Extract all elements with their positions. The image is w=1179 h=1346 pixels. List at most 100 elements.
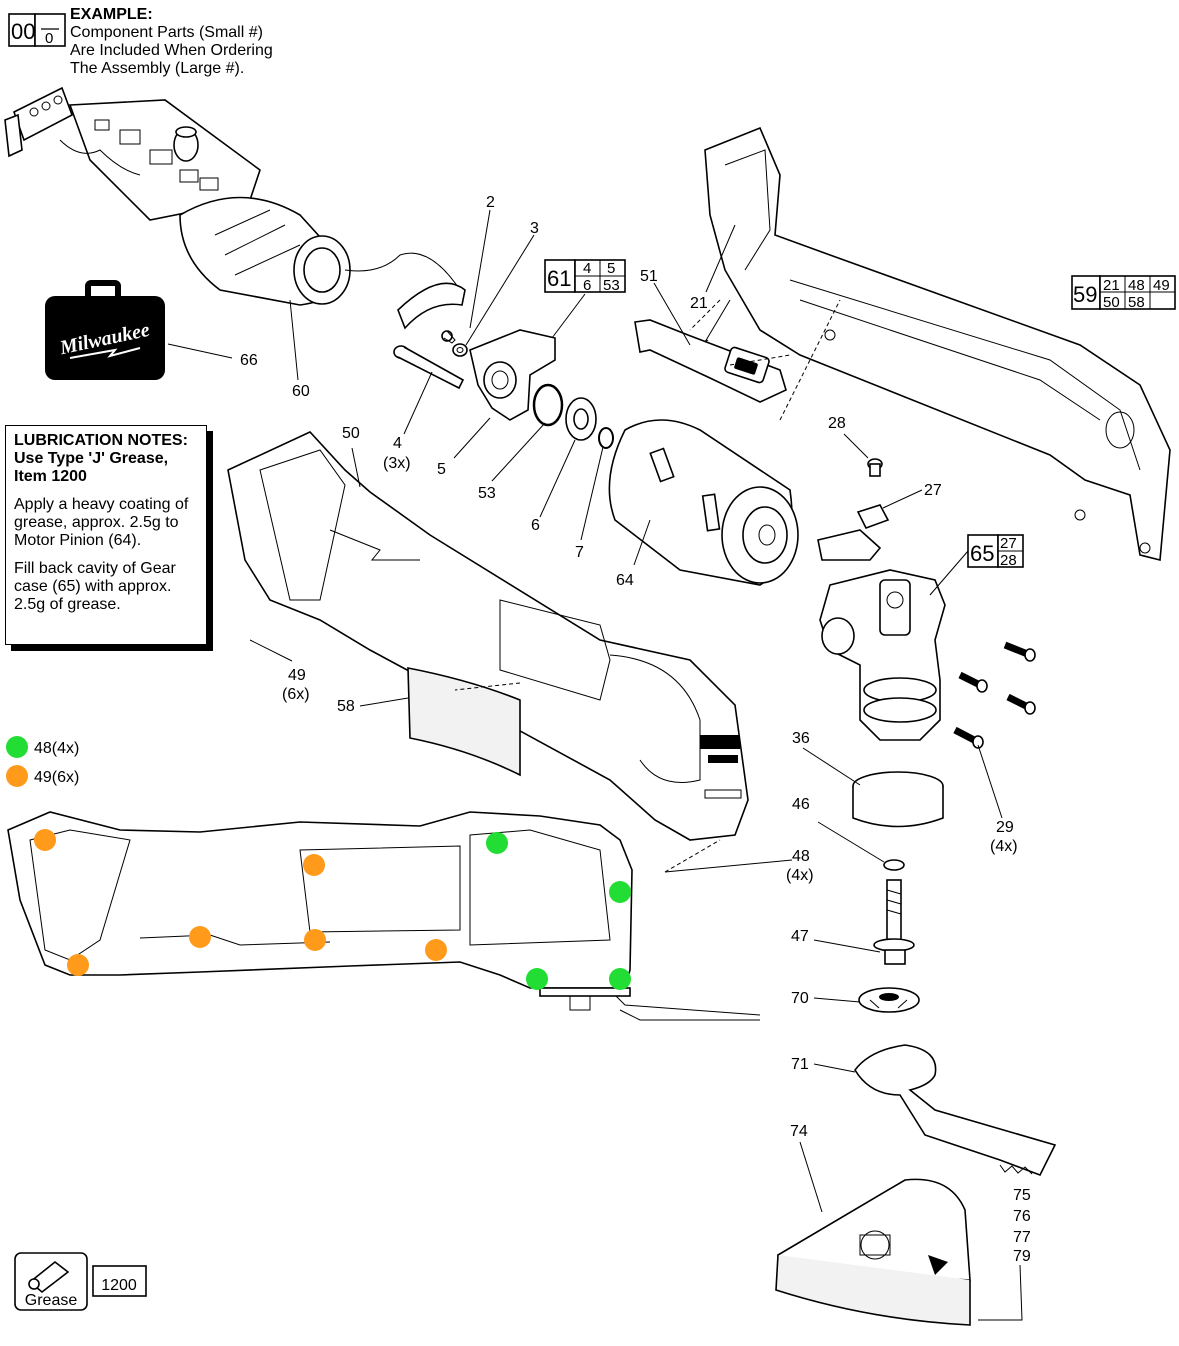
callout-28: 28 — [828, 415, 846, 432]
example-box-large: 00 — [11, 19, 35, 44]
callout-48-qty: (4x) — [786, 867, 814, 884]
assembly-59-component: 48 — [1128, 277, 1145, 294]
switch-51-drawing — [634, 319, 787, 403]
callout-64: 64 — [616, 572, 634, 589]
callout-7: 7 — [575, 544, 584, 561]
assembly-61-component: 53 — [603, 277, 620, 294]
sanding-pad-74-drawing — [775, 1178, 971, 1326]
assembly-61-component: 6 — [583, 277, 591, 294]
assembly-65-component: 27 — [1000, 535, 1017, 552]
marker-48 — [609, 881, 631, 903]
callout-5: 5 — [437, 461, 446, 478]
callout-3: 3 — [530, 220, 539, 237]
milwaukee-case: Milwaukee — [45, 280, 165, 380]
housing-half-50-drawing — [227, 431, 749, 841]
assembly-61-component: 5 — [607, 260, 615, 277]
callout-76: 76 — [1013, 1208, 1031, 1225]
callout-71: 71 — [791, 1056, 809, 1073]
example-box-small: 0 — [45, 30, 53, 47]
callout-4: 4 — [393, 435, 402, 452]
callout-60: 60 — [292, 383, 310, 400]
lubrication-paragraph-1: Apply a heavy coating of grease, approx.… — [14, 496, 189, 549]
example-text: EXAMPLE: Component Parts (Small #) Are I… — [70, 6, 273, 78]
lubrication-paragraph-2: Fill back cavity of Gear case (65) with … — [14, 560, 176, 613]
washer-46-drawing — [883, 859, 905, 871]
assembly-box-65: 65 27 28 — [967, 534, 1024, 569]
assembly-65-component: 28 — [1000, 552, 1017, 569]
lubrication-heading-3: Item 1200 — [14, 468, 87, 485]
marker-48 — [486, 832, 508, 854]
pcb-assembly-drawing — [4, 86, 261, 221]
marker-49 — [34, 829, 56, 851]
washer-3-drawing — [452, 343, 468, 357]
marker-49 — [425, 939, 447, 961]
callout-4-qty: (3x) — [383, 455, 411, 472]
callout-58: 58 — [337, 698, 355, 715]
o-ring-53-drawing — [532, 383, 564, 427]
callout-21: 21 — [690, 295, 708, 312]
screw-2-drawing — [441, 330, 456, 344]
callout-75: 75 — [1013, 1187, 1031, 1204]
callout-2: 2 — [486, 194, 495, 211]
callout-36: 36 — [792, 730, 810, 747]
blade-71-drawing — [854, 1044, 1057, 1177]
callout-79: 79 — [1013, 1248, 1031, 1265]
callout-74: 74 — [790, 1123, 808, 1140]
ring-7-drawing — [598, 427, 614, 449]
callout-27: 27 — [924, 482, 942, 499]
grease-item-number: 1200 — [101, 1277, 137, 1294]
callout-29: 29 — [996, 819, 1014, 836]
callout-51: 51 — [640, 268, 658, 285]
assembly-59-component: 21 — [1103, 277, 1120, 294]
assembly-59-component: 58 — [1128, 294, 1145, 311]
callout-labels: 2 3 51 21 66 60 50 4 (3x) 5 53 6 7 64 28… — [240, 194, 1031, 1265]
assembly-65-id: 65 — [970, 541, 994, 566]
assembly-59-id: 59 — [1073, 282, 1097, 307]
housing-half-59-drawing — [704, 126, 1171, 562]
callout-29-qty: (4x) — [990, 838, 1018, 855]
lubrication-heading-1: LUBRICATION NOTES: — [14, 432, 188, 449]
example-box: 00 0 — [8, 13, 66, 47]
legend-label-49: 49(6x) — [34, 769, 79, 786]
callout-46: 46 — [792, 796, 810, 813]
motor-end-cap-drawing — [397, 282, 466, 330]
screw-28-drawing — [867, 458, 883, 477]
marker-legend: 48(4x) 49(6x) — [6, 736, 79, 787]
grease-markers — [34, 829, 631, 990]
adapter-70-drawing — [858, 987, 920, 1013]
lubrication-heading-2: Use Type 'J' Grease, — [14, 450, 169, 467]
bearing-holder-5-drawing — [469, 329, 556, 421]
label-58-drawing — [407, 667, 521, 777]
legend-label-48: 48(4x) — [34, 740, 79, 757]
gear-case-65-drawing — [817, 504, 946, 741]
ring-36-drawing — [852, 771, 944, 828]
motor-stator-drawing — [179, 196, 461, 306]
callout-77: 77 — [1013, 1229, 1031, 1246]
motor-64-drawing — [608, 419, 799, 586]
example-line-1: Component Parts (Small #) — [70, 24, 263, 41]
marker-49 — [303, 854, 325, 876]
screw-4-drawing — [393, 345, 465, 390]
callout-6: 6 — [531, 517, 540, 534]
callout-53: 53 — [478, 485, 496, 502]
marker-48 — [609, 968, 631, 990]
marker-49 — [189, 926, 211, 948]
grease-item-box: 1200 — [92, 1265, 147, 1297]
marker-49 — [67, 954, 89, 976]
callout-66: 66 — [240, 352, 258, 369]
bearing-6-drawing — [565, 397, 597, 441]
callout-47: 47 — [791, 928, 809, 945]
lubrication-notes: LUBRICATION NOTES: Use Type 'J' Grease, … — [5, 425, 207, 645]
assembly-61-id: 61 — [547, 266, 571, 291]
example-line-2: Are Included When Ordering — [70, 42, 273, 59]
screws-29-drawing — [953, 641, 1036, 749]
callout-70: 70 — [791, 990, 809, 1007]
grease-icon: Grease — [14, 1252, 88, 1311]
assembly-box-59: 59 21 48 49 50 58 — [1071, 275, 1176, 311]
grease-label: Grease — [25, 1292, 78, 1309]
example-line-3: The Assembly (Large #). — [70, 60, 245, 77]
callout-48: 48 — [792, 848, 810, 865]
leader-lines — [167, 209, 1023, 1321]
assembly-61-component: 4 — [583, 260, 591, 277]
